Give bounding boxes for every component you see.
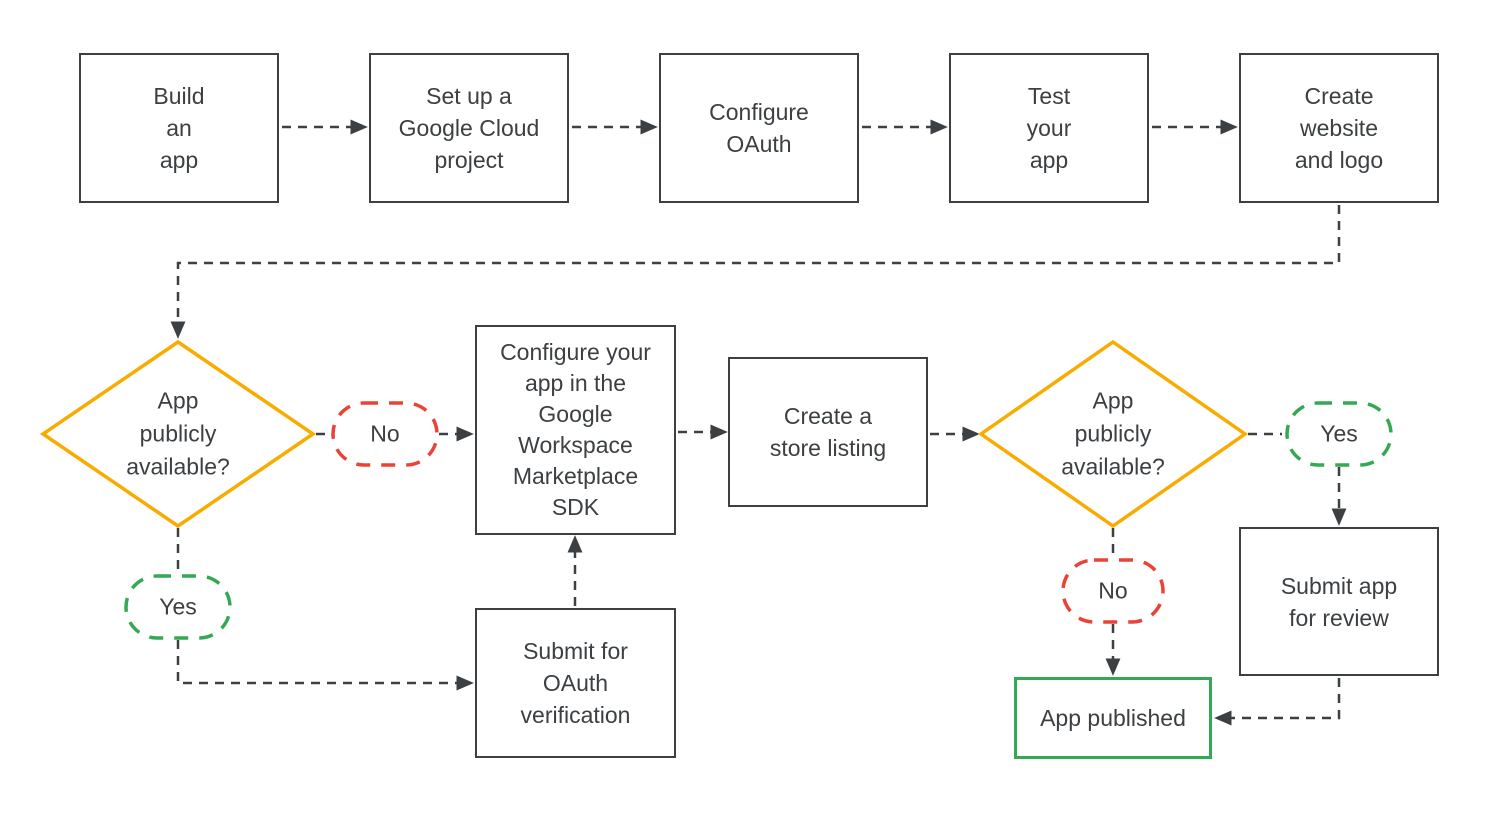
yes2-label: Yes bbox=[1320, 420, 1358, 447]
node-configure-oauth: Configure OAuth bbox=[659, 53, 859, 203]
node-setup-project-label: Set up a Google Cloud project bbox=[398, 83, 540, 173]
node-configure-sdk: Configure your app in the Google Workspa… bbox=[475, 325, 676, 535]
node-build-app-label: Build an app bbox=[153, 83, 205, 173]
yes2-badge bbox=[1285, 401, 1393, 467]
decision2-diamond bbox=[977, 339, 1249, 529]
yes1-badge bbox=[124, 574, 232, 640]
node-app-published-label: App published bbox=[1040, 705, 1186, 731]
node-store-listing-label: Create a store listing bbox=[769, 403, 887, 461]
node-setup-project: Set up a Google Cloud project bbox=[369, 53, 569, 203]
node-create-website-label: Create website and logo bbox=[1294, 83, 1384, 173]
node-test-app: Test your app bbox=[949, 53, 1149, 203]
node-create-website: Create website and logo bbox=[1239, 53, 1439, 203]
node-submit-oauth-label: Submit for OAuth verification bbox=[520, 638, 631, 728]
node-test-app-label: Test your app bbox=[1026, 83, 1072, 173]
node-store-listing: Create a store listing bbox=[728, 357, 928, 507]
decision1-diamond bbox=[39, 339, 317, 529]
no1-label: No bbox=[370, 420, 400, 447]
node-build-app: Build an app bbox=[79, 53, 279, 203]
node-submit-review: Submit app for review bbox=[1239, 527, 1439, 676]
node-configure-oauth-label: Configure OAuth bbox=[709, 99, 809, 157]
no2-badge bbox=[1061, 558, 1165, 624]
connector-website-to-decision1 bbox=[170, 205, 1341, 339]
no2-label: No bbox=[1098, 577, 1128, 604]
connector-review-to-published bbox=[1214, 678, 1341, 726]
yes1-label: Yes bbox=[159, 593, 197, 620]
decision1-label: App publicly available? bbox=[126, 387, 230, 480]
node-submit-review-label: Submit app for review bbox=[1280, 572, 1398, 631]
node-configure-sdk-label: Configure your app in the Google Workspa… bbox=[500, 339, 651, 520]
node-submit-oauth: Submit for OAuth verification bbox=[475, 608, 676, 758]
decision2-label: App publicly available? bbox=[1061, 387, 1165, 480]
node-app-published: App published bbox=[1014, 677, 1212, 759]
connector-yes-to-oauth-verification bbox=[176, 640, 474, 691]
no1-badge bbox=[331, 401, 439, 467]
